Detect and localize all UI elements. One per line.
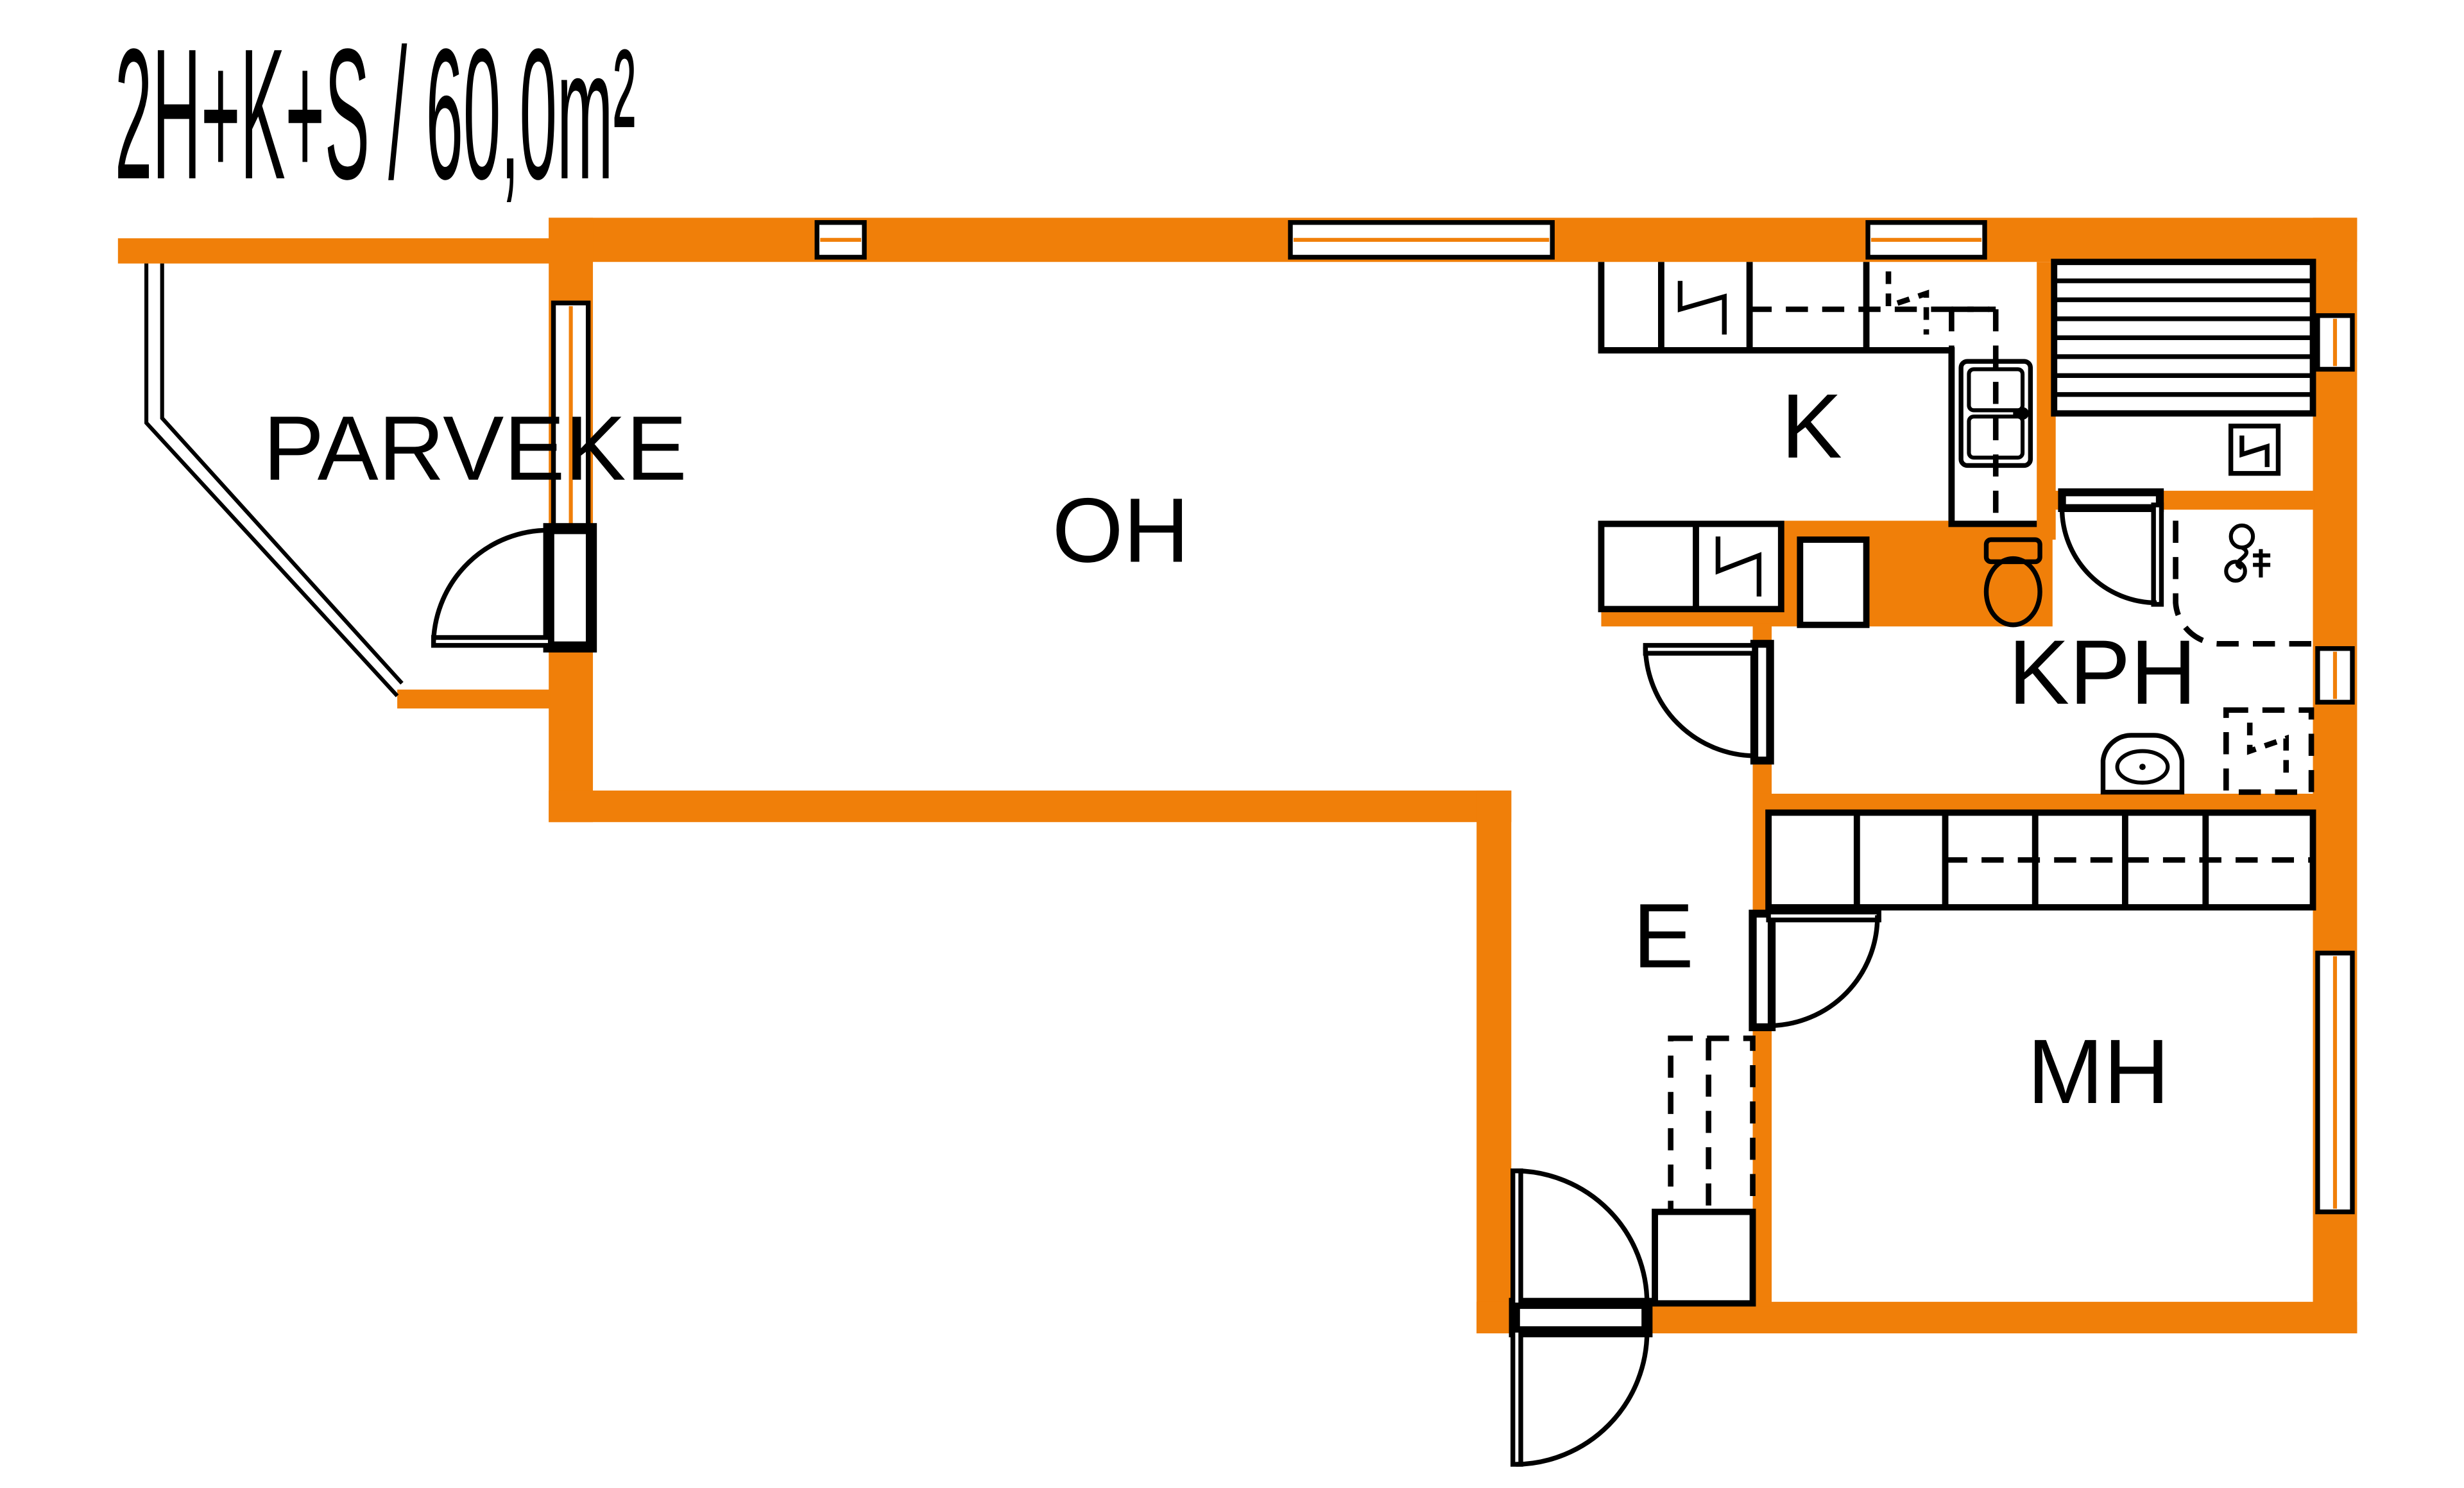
bathroom-door [2058,488,2164,607]
electric-icon [1885,271,1929,335]
room-label-oh: OH [1052,479,1190,581]
entrance-door [1509,1168,1653,1467]
window-left [551,300,591,530]
window-right-3 [2315,950,2355,1215]
doors [431,488,2164,1467]
window-right-1 [2315,313,2355,372]
bathroom-sink [2100,733,2185,795]
room-label-e: E [1633,885,1694,987]
window-top-1 [814,220,867,260]
wall-entry-left [1476,791,1512,1334]
balcony-door [431,523,597,653]
shower [2173,520,2313,647]
sauna-bench [2051,259,2316,476]
fixtures [1598,259,2316,1307]
balcony-railing-top [117,238,551,264]
room-label-mh: MH [2027,1021,2169,1123]
balcony-railing-bottom [397,689,551,709]
wall-living-bottom [549,791,1512,823]
washing-machine-spot [2223,707,2314,795]
room-label-parveke: PARVEKE [263,398,687,500]
balcony-glazing [144,263,404,697]
window-right-2 [2315,646,2355,705]
electric-icon [1677,280,1727,335]
toilet [1983,537,2042,628]
sauna-stove [2228,423,2281,476]
plan-title: 2H+K+S / 60,0m² [115,10,636,218]
windows [551,220,2355,1215]
living-door [1643,640,1774,765]
room-label-kph: KPH [2008,622,2196,724]
kitchen-counter-lower [1598,520,1870,628]
electric-icon [2239,435,2270,467]
electric-icon [1715,536,1762,597]
bedroom-wardrobe [1765,809,2316,911]
window-top-2 [1288,220,1555,260]
fridge [1797,536,1870,628]
window-top-3 [1865,220,1987,260]
room-label-k: K [1781,375,1842,477]
kitchen-counter-upper [1598,262,2037,527]
room-labels: PARVEKE OH K KPH E MH [263,375,2196,1123]
entry-wardrobe [1652,1035,1756,1307]
bedroom-door [1749,909,1881,1032]
